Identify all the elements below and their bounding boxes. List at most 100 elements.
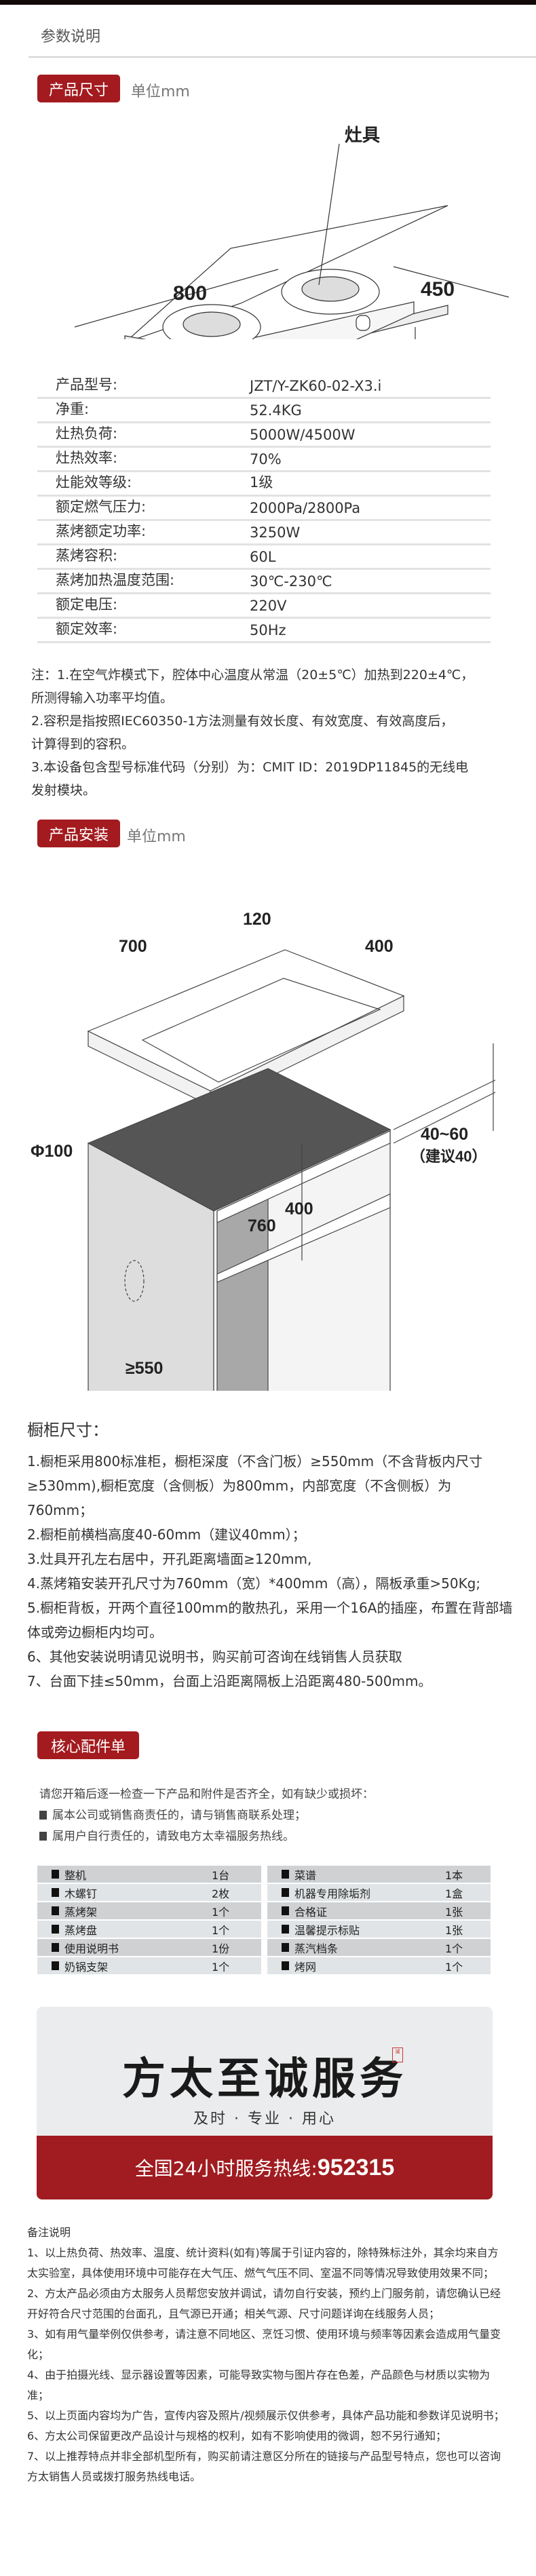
spec-row: 净重: 52.4KG — [37, 399, 491, 423]
part-qty: 1张 — [445, 1905, 463, 1919]
top-bar — [0, 0, 536, 5]
dim-tray-gap: 120 — [243, 910, 271, 929]
spec-value: 50Hz — [250, 622, 286, 638]
spec-label: 额定电压: — [56, 596, 118, 613]
spec-row: 额定燃气压力:2000Pa/2800Pa — [37, 497, 491, 521]
bullet-square — [282, 1925, 289, 1934]
hotline-bar: 全国24小时服务热线: 952315 — [37, 2136, 493, 2199]
divider — [28, 56, 536, 58]
bullet-square — [282, 1961, 289, 1970]
part-qty: 1个 — [445, 1960, 463, 1974]
parts-row: 合格证 1张 — [267, 1902, 491, 1919]
bullet-square — [52, 1943, 59, 1952]
part-name: 烤网 — [294, 1960, 317, 1974]
intro-text: 请您开箱后逐一检查一下产品和附件是否齐全，如有缺少或损坏： — [39, 1788, 374, 1801]
spec-value: 1级 — [250, 474, 273, 491]
dim-opening-height: 400 — [285, 1199, 313, 1218]
spec-label: 额定燃气压力: — [56, 499, 147, 515]
dim-hole: Φ100 — [31, 1142, 73, 1161]
service-slogan: 方太至诚服务 — [122, 2054, 407, 2104]
parts-row: 烤网 1个 — [267, 1957, 491, 1974]
part-name: 使用说明书 — [64, 1942, 119, 1955]
spec-value: 5000W/4500W — [250, 427, 356, 443]
dim-opening-width: 760 — [248, 1216, 276, 1235]
parts-row: 蒸烤盘 1个 — [37, 1921, 261, 1938]
bullet-text: 属本公司或销售商责任的，请与销售商联系处理； — [52, 1809, 306, 1822]
cabinet-line: 5.橱柜背板，开两个直径100mm的散热孔，采用一个16A的插座，布置在背部墙体… — [27, 1600, 513, 1640]
spec-value: JZT/Y-ZK60-02-X3.i — [250, 378, 382, 394]
remarks: 备注说明 1、以上热负荷、热效率、温度、统计资料(如有)等属于引证内容的，除特殊… — [27, 2223, 509, 2487]
spec-label: 灶热负荷: — [56, 425, 118, 442]
hotline-label: 全国24小时服务热线: — [134, 2157, 318, 2180]
part-qty: 1盒 — [445, 1887, 463, 1900]
part-qty: 1个 — [212, 1960, 230, 1974]
part-qty: 1张 — [445, 1923, 463, 1937]
note-line: 所测得输入功率平均值。 — [31, 691, 174, 706]
spec-value: 220V — [250, 598, 287, 614]
burner-label: 灶具 — [345, 125, 380, 145]
remark-item: 5、以上页面内容均为广告，宣传内容及照片/视频展示仅供参考，具体产品功能和参数详… — [27, 2409, 505, 2422]
part-qty: 1个 — [445, 1942, 463, 1955]
note-line: 2.容积是指按照IEC60350-1方法测量有效长度、有效宽度、有效高度后， — [31, 714, 454, 729]
parts-row: 木螺钉 2枚 — [37, 1884, 261, 1901]
note-line: 注：1.在空气炸模式下，腔体中心温度从常温（20±5℃）加热到220±4℃， — [31, 668, 474, 683]
spec-label: 产品型号: — [56, 377, 118, 393]
cooktop-body — [245, 301, 415, 339]
cabinet-heading: 橱柜尺寸： — [27, 1421, 109, 1440]
parts-badge: 核心配件单 — [37, 1731, 139, 1759]
spec-label: 蒸烤加热温度范围: — [56, 572, 175, 588]
spec-value: 52.4KG — [250, 402, 302, 419]
bullet-text: 属用户自行责任的，请致电方太幸福服务热线。 — [52, 1830, 294, 1843]
spec-label: 蒸烤额定功率: — [56, 523, 147, 539]
size-unit: 单位mm — [131, 83, 190, 100]
part-qty: 2枚 — [212, 1887, 230, 1900]
service-tagline: 及时 · 专业 · 用心 — [193, 2111, 336, 2128]
dim-cabinet-depth: ≥550 — [126, 1359, 163, 1378]
part-qty: 1个 — [212, 1923, 230, 1937]
vent-hole — [124, 1260, 145, 1302]
spec-row: 蒸烤加热温度范围: 30℃-230℃ — [37, 570, 491, 594]
cabinet-line: 7、台面下挂≤50mm，台面上沿距离隔板上沿距离480-500mm。 — [27, 1673, 432, 1689]
bullet-square — [52, 1961, 59, 1970]
remark-item: 3、如有用气量举例仅供参考，请注意不同地区、烹饪习惯、使用环境与频率等因素会造成… — [27, 2328, 501, 2361]
spec-label: 额定效率: — [56, 621, 118, 637]
bullet-square — [52, 1888, 59, 1897]
spec-label: 净重: — [56, 401, 90, 417]
part-name: 木螺钉 — [64, 1887, 98, 1900]
parts-row: 整机 1台 — [37, 1866, 261, 1883]
spec-label: 灶热效率: — [56, 450, 118, 466]
part-name: 整机 — [64, 1868, 87, 1882]
spec-value: 30℃-230℃ — [250, 573, 332, 590]
cooktop-dimension-diagram: 灶具 800 450 148 395 695 — [74, 125, 510, 339]
cabinet-line: 2.橱柜前横档高度40-60mm（建议40mm）； — [27, 1526, 306, 1543]
spec-value: 60L — [250, 549, 276, 565]
bullet-square — [282, 1906, 289, 1915]
note-line: 发射模块。 — [31, 783, 96, 798]
dim-tray-width: 700 — [119, 937, 147, 956]
part-name: 蒸烤盘 — [64, 1923, 98, 1937]
part-name: 蒸汽档条 — [294, 1942, 339, 1955]
bullet-square — [282, 1870, 289, 1879]
note-line: 3.本设备包含型号标准代码（分别）为：CMIT ID：2019DP11845的无… — [31, 760, 469, 775]
spec-label: 蒸烤容积: — [56, 547, 118, 564]
part-qty: 1台 — [212, 1868, 230, 1882]
install-badge: 产品安装 — [37, 820, 120, 847]
dim-depth: 450 — [421, 278, 455, 301]
dim-width: 800 — [173, 282, 207, 305]
spec-row: 蒸烤容积: 60L — [37, 545, 491, 570]
part-name: 蒸烤架 — [64, 1905, 98, 1919]
remarks-heading: 备注说明 — [27, 2226, 71, 2239]
seal-icon: 诚 — [392, 2048, 403, 2062]
remark-item: 4、由于拍摄光线、显示器设置等因素，可能导致实物与图片存在色差，产品颜色与材质以… — [27, 2368, 491, 2402]
bullet: 属用户自行责任的，请致电方太幸福服务热线。 — [39, 1826, 501, 1847]
page-title: 参数说明 — [41, 28, 101, 45]
install-unit: 单位mm — [127, 828, 186, 845]
cabinet-line: 1.橱柜采用800标准柜，橱柜深度（不含门板）≥550mm（不含背板内尺寸≥53… — [27, 1453, 483, 1518]
spec-label: 灶能效等级: — [56, 474, 132, 491]
spec-row: 灶热负荷: 5000W/4500W — [37, 423, 491, 448]
part-name: 合格证 — [294, 1905, 328, 1919]
part-name: 菜谱 — [294, 1868, 317, 1882]
